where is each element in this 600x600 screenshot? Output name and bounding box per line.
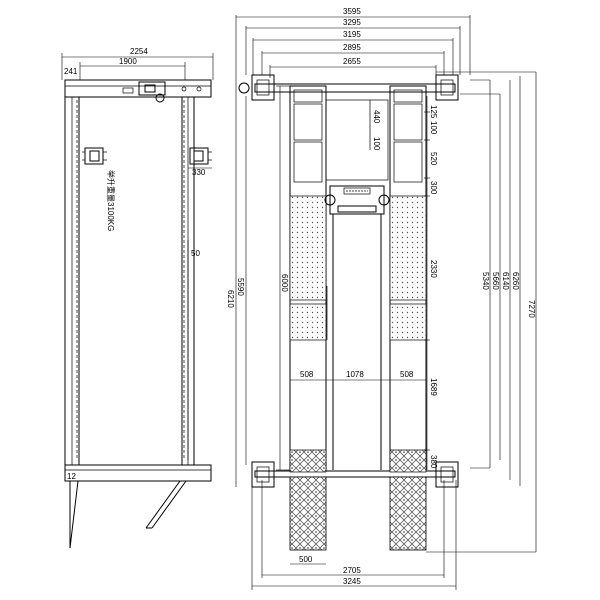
- right-ramp: [389, 476, 427, 551]
- top-crossbeam: [254, 83, 456, 93]
- dim-side-12: 12: [67, 472, 76, 481]
- post-top-right: [435, 74, 459, 101]
- dim-3245: 3245: [343, 577, 361, 586]
- top-beam: [64, 79, 212, 98]
- left-runway: [289, 85, 327, 473]
- dim-440: 440: [372, 110, 381, 124]
- dim-3595: 3595: [343, 7, 361, 16]
- dim-125: 125: [429, 105, 438, 119]
- dim-3295: 3295: [343, 18, 361, 27]
- top-view: 3595 3295 3195 2895 2655: [226, 7, 537, 590]
- dim-508-right: 508: [400, 370, 414, 379]
- dim-508-left: 508: [300, 370, 314, 379]
- left-vertical-dims: 6210 5590 6000: [226, 75, 290, 487]
- bottom-crossbeam: [254, 470, 456, 478]
- dim-side-50: 50: [191, 249, 200, 258]
- dim-5340: 5340: [481, 272, 490, 290]
- center-box: 440 100: [325, 99, 389, 181]
- dim-380: 380: [429, 455, 438, 469]
- dim-100-b: 100: [429, 121, 438, 135]
- dim-6000: 6000: [280, 274, 289, 292]
- bottom-dims: 500 2705 3245: [251, 480, 457, 590]
- dim-side-1900: 1900: [119, 57, 137, 66]
- dim-2330: 2330: [429, 260, 438, 278]
- dim-5660: 5660: [491, 272, 500, 290]
- left-carriage: [82, 147, 107, 165]
- side-view: 2254 1900 241: [61, 47, 214, 549]
- dim-side-2254: 2254: [130, 47, 148, 56]
- left-ramp: [289, 476, 327, 551]
- post-top-left: [238, 74, 275, 101]
- center-jack: [324, 185, 390, 470]
- right-inner-dims: 125 100 520 300 2330 1689 380: [424, 96, 438, 470]
- dim-6210: 6210: [226, 290, 235, 308]
- dim-100-a: 100: [372, 137, 381, 151]
- right-runway: [389, 85, 427, 473]
- dim-6140: 6140: [501, 272, 510, 290]
- dim-3195: 3195: [343, 30, 361, 39]
- dim-5590: 5590: [236, 278, 245, 296]
- capacity-label: 举升重量3100KG: [106, 170, 116, 231]
- dim-side-330: 330: [192, 168, 206, 177]
- post-bottom-left: [251, 461, 275, 488]
- runway-width-dims: 508 1078 508: [290, 370, 426, 381]
- top-dimensions: 3595 3295 3195 2895 2655: [235, 7, 471, 78]
- dim-500: 500: [299, 555, 313, 564]
- motor-box: [138, 81, 166, 96]
- dim-2895: 2895: [343, 43, 361, 52]
- dim-7270: 7270: [527, 300, 536, 318]
- dim-2655: 2655: [343, 57, 361, 66]
- base-plate: [64, 464, 212, 482]
- dim-2705: 2705: [343, 566, 361, 575]
- dim-1689: 1689: [429, 378, 438, 396]
- dim-520: 520: [429, 152, 438, 166]
- right-carriage: [189, 147, 212, 165]
- dim-300: 300: [429, 181, 438, 195]
- dim-1078: 1078: [346, 370, 364, 379]
- dim-6260: 6260: [511, 272, 520, 290]
- dim-side-241: 241: [64, 67, 78, 76]
- post-bottom-right: [435, 461, 459, 488]
- right-vertical-dims: 5340 5660 6140 6260 7270: [426, 71, 537, 553]
